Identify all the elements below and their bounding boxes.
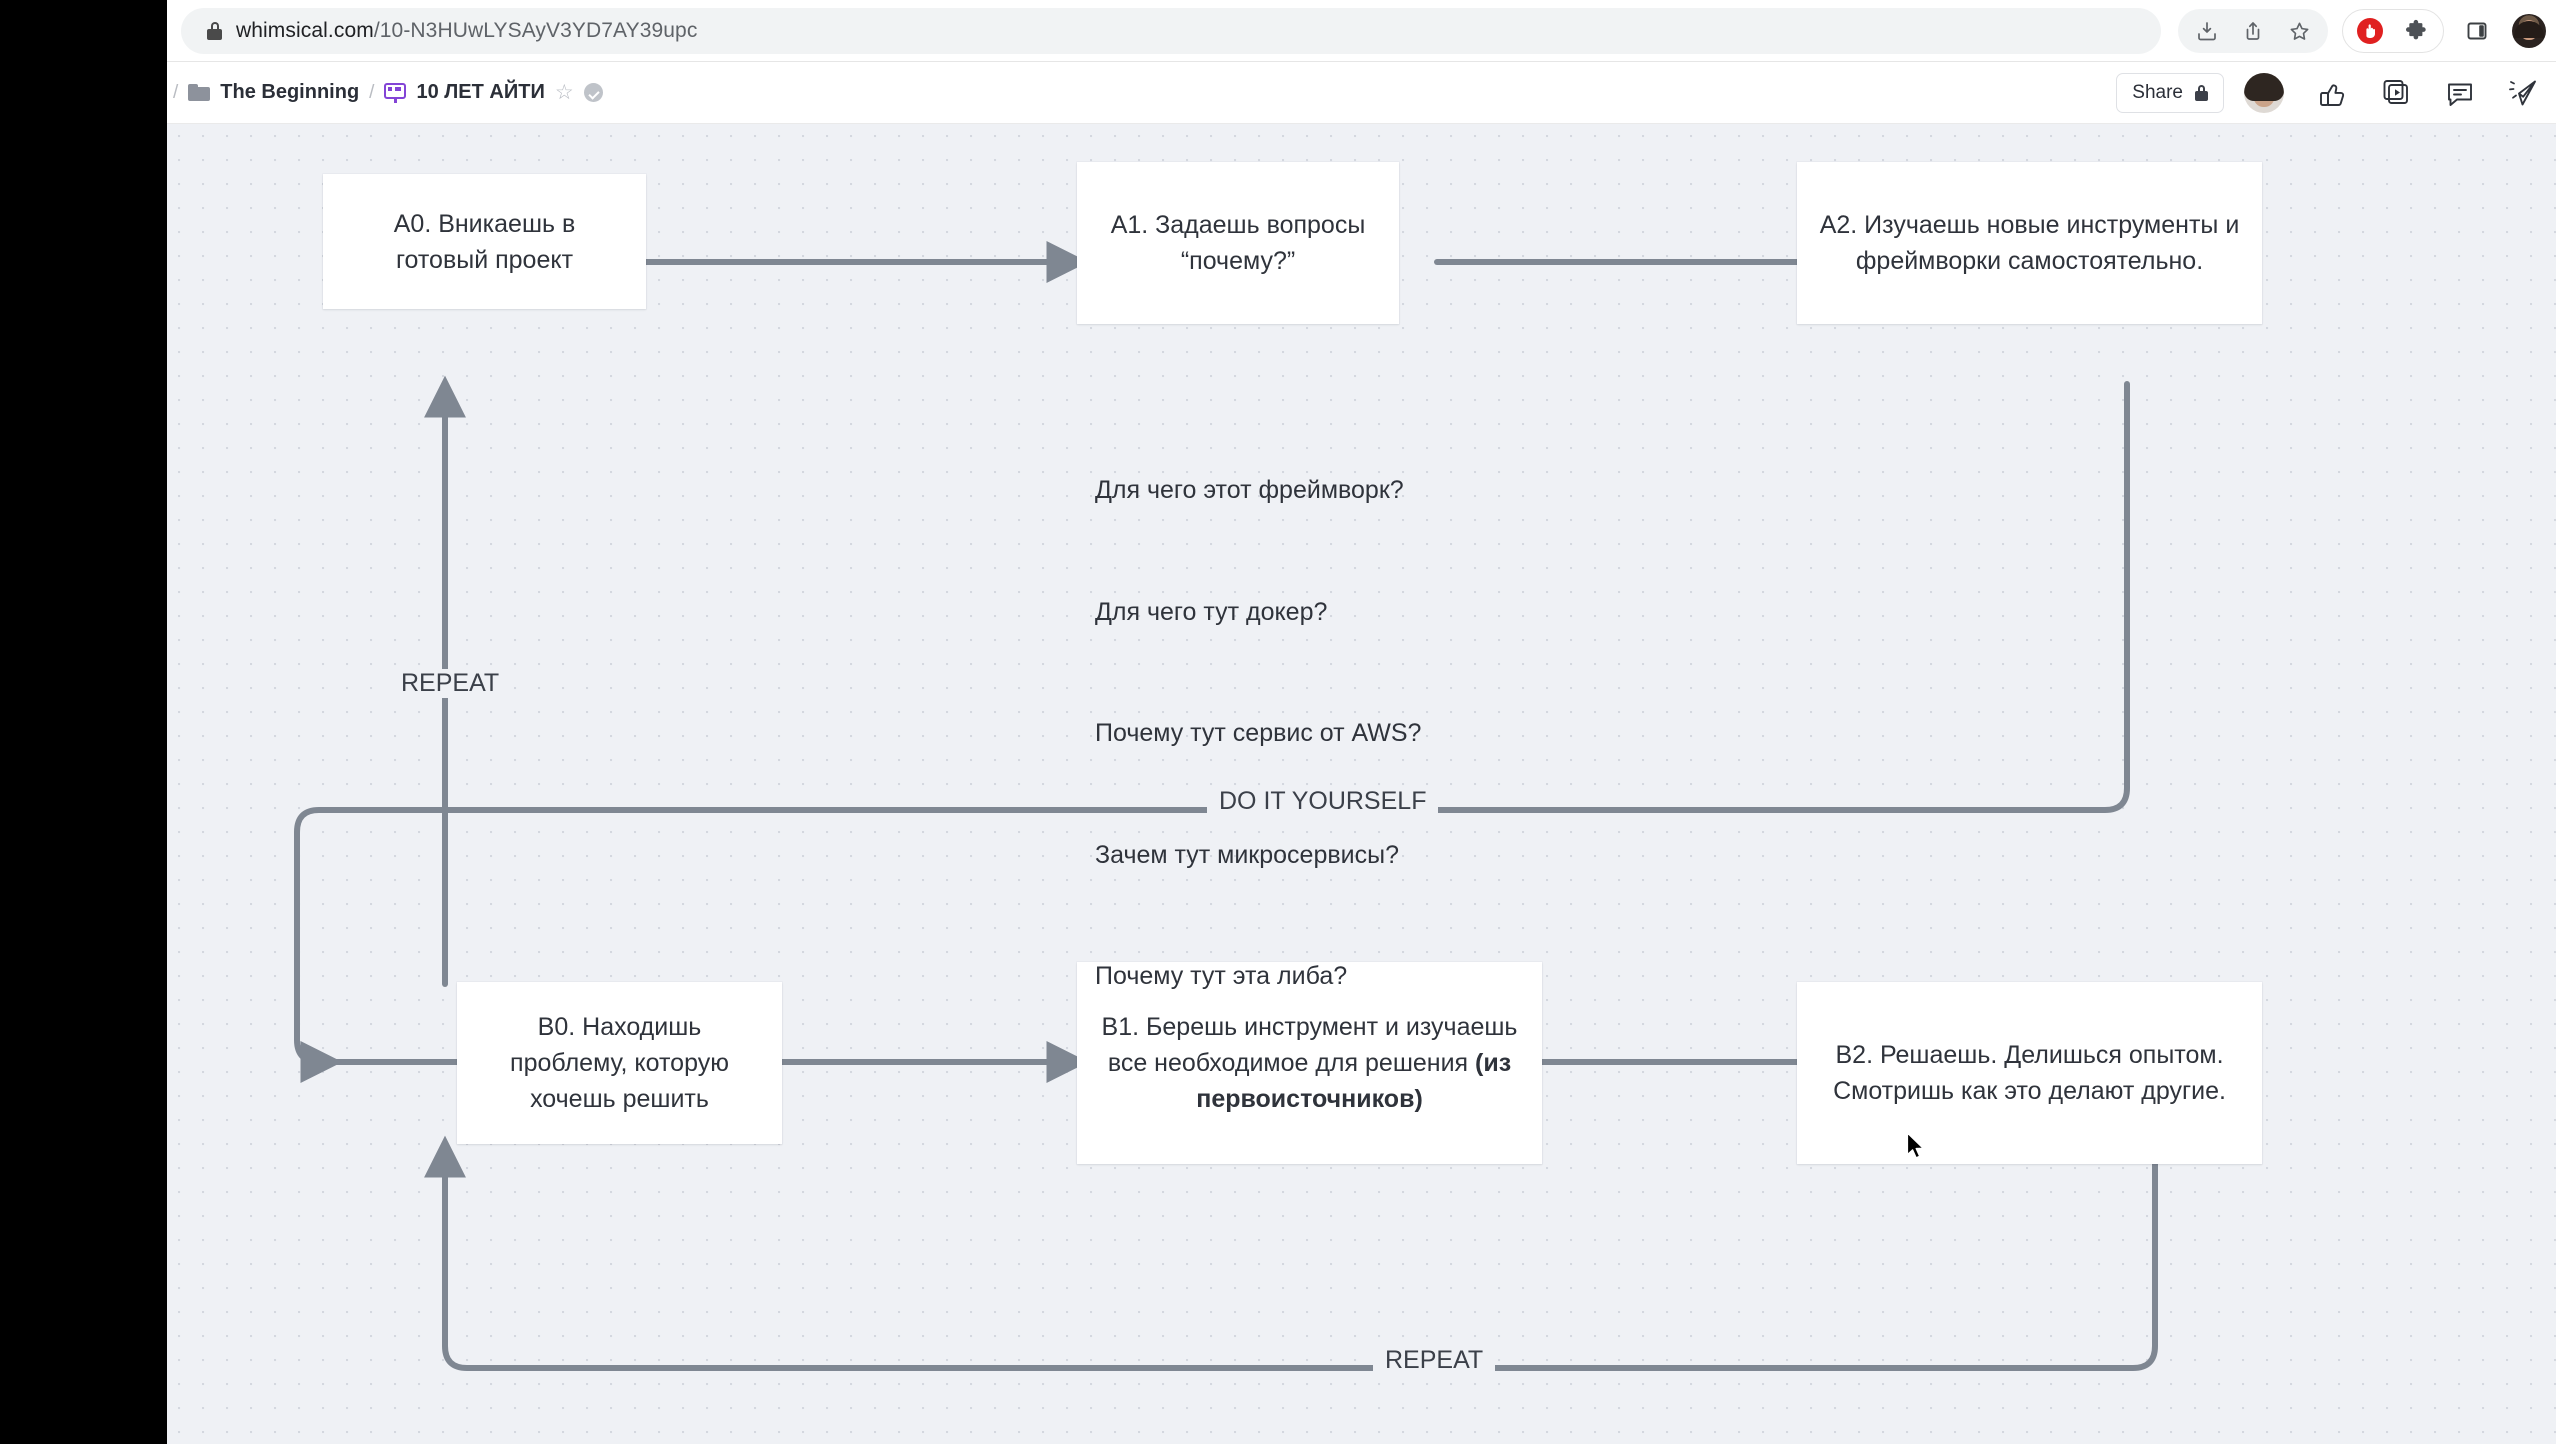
browser-toolbar: whimsical.com/10-N3HUwLYSAyV3YD7AY39upc bbox=[167, 0, 2556, 62]
favorite-star-icon[interactable]: ☆ bbox=[554, 81, 574, 104]
node-a1[interactable]: A1. Задаешь вопросы “почему?” bbox=[1077, 162, 1399, 324]
question-list: Для чего этот фреймворк? Для чего тут до… bbox=[1095, 389, 1421, 1078]
presentation-icon[interactable] bbox=[2364, 62, 2428, 124]
browser-window: whimsical.com/10-N3HUwLYSAyV3YD7AY39upc bbox=[167, 0, 2556, 1444]
question-item-1: Для чего этот фреймворк? bbox=[1095, 476, 1404, 504]
question-item-5: Почему тут эта либа? bbox=[1095, 962, 1348, 990]
omnibox-icon-group bbox=[2178, 9, 2328, 53]
board-icon bbox=[384, 82, 407, 103]
url-path: /10-N3HUwLYSAyV3YD7AY39upc bbox=[373, 19, 698, 42]
folder-icon bbox=[188, 84, 211, 101]
share-icon[interactable] bbox=[2230, 9, 2276, 53]
profile-avatar[interactable] bbox=[2512, 14, 2546, 48]
node-b1-bold: (из первоисточников) bbox=[1196, 1049, 1512, 1113]
extensions-icon[interactable] bbox=[2393, 9, 2439, 53]
bookmark-star-icon[interactable] bbox=[2276, 9, 2322, 53]
edge-label-repeat-top: REPEAT bbox=[389, 669, 512, 698]
node-a0-label: A0. Вникаешь в готовый проект bbox=[393, 209, 576, 274]
saved-check-icon bbox=[583, 83, 603, 102]
node-b2[interactable]: B2. Решаешь. Делишься опытом. Смотришь к… bbox=[1797, 982, 2262, 1164]
app-toolbar-actions: Share bbox=[2116, 62, 2556, 124]
url-host: whimsical.com bbox=[236, 19, 374, 42]
lock-icon bbox=[207, 22, 222, 40]
edge-label-repeat-bottom: REPEAT bbox=[1373, 1346, 1496, 1375]
node-a0[interactable]: A0. Вникаешь в готовый проект bbox=[323, 174, 646, 309]
question-item-4: Зачем тут микросервисы? bbox=[1095, 840, 1399, 869]
edge-do-it-yourself bbox=[294, 381, 2130, 1083]
edge-label-do-it-yourself: DO IT YOURSELF bbox=[1207, 787, 1439, 816]
node-b0[interactable]: B0. Находишь проблему, которую хочешь ре… bbox=[457, 982, 782, 1144]
share-lock-icon bbox=[2195, 85, 2208, 101]
share-button-label: Share bbox=[2132, 82, 2183, 103]
share-button[interactable]: Share bbox=[2116, 73, 2224, 113]
node-b2-label: B2. Решаешь. Делишься опытом. Смотришь к… bbox=[1833, 1041, 2226, 1105]
send-icon[interactable] bbox=[2492, 62, 2556, 124]
question-item-3: Почему тут сервис от AWS? bbox=[1095, 719, 1422, 747]
breadcrumb-folder[interactable]: The Beginning bbox=[220, 81, 360, 103]
user-avatar[interactable] bbox=[2244, 73, 2284, 113]
node-b0-label: B0. Находишь проблему, которую хочешь ре… bbox=[510, 1013, 729, 1113]
address-bar[interactable]: whimsical.com/10-N3HUwLYSAyV3YD7AY39upc bbox=[181, 8, 2161, 54]
thumbs-up-icon[interactable] bbox=[2300, 62, 2364, 124]
url-text: whimsical.com/10-N3HUwLYSAyV3YD7AY39upc bbox=[236, 19, 697, 43]
app-toolbar: / The Beginning / 10 ЛЕТ АЙТИ ☆ Share bbox=[167, 62, 2556, 124]
sidebar-icon[interactable] bbox=[2454, 9, 2500, 53]
adblock-icon[interactable] bbox=[2347, 9, 2393, 53]
question-item-2: Для чего тут докер? bbox=[1095, 597, 1328, 626]
node-a2[interactable]: A2. Изучаешь новые инструменты и фреймво… bbox=[1797, 162, 2262, 324]
node-a2-label: A2. Изучаешь новые инструменты и фреймво… bbox=[1819, 211, 2240, 275]
edge-repeat-bottom bbox=[424, 1135, 2158, 1371]
node-b1-label: B1. Берешь инструмент и изучаешь все нео… bbox=[1099, 1009, 1520, 1117]
breadcrumb-board[interactable]: 10 ЛЕТ АЙТИ bbox=[416, 81, 545, 103]
breadcrumb: / The Beginning / 10 ЛЕТ АЙТИ ☆ bbox=[167, 81, 603, 104]
diagram-canvas[interactable]: A0. Вникаешь в готовый проект A1. Задаеш… bbox=[167, 124, 2556, 1444]
breadcrumb-separator-2: / bbox=[369, 81, 375, 103]
install-icon[interactable] bbox=[2184, 9, 2230, 53]
node-b1[interactable]: B1. Берешь инструмент и изучаешь все нео… bbox=[1077, 962, 1542, 1164]
breadcrumb-separator-1: / bbox=[173, 81, 179, 103]
browser-action-icons bbox=[2178, 0, 2556, 62]
node-b1-text: B1. Берешь инструмент и изучаешь все нео… bbox=[1101, 1013, 1518, 1077]
comment-icon[interactable] bbox=[2428, 62, 2492, 124]
extensions-group bbox=[2342, 9, 2444, 53]
node-a1-label: A1. Задаешь вопросы “почему?” bbox=[1110, 211, 1366, 275]
